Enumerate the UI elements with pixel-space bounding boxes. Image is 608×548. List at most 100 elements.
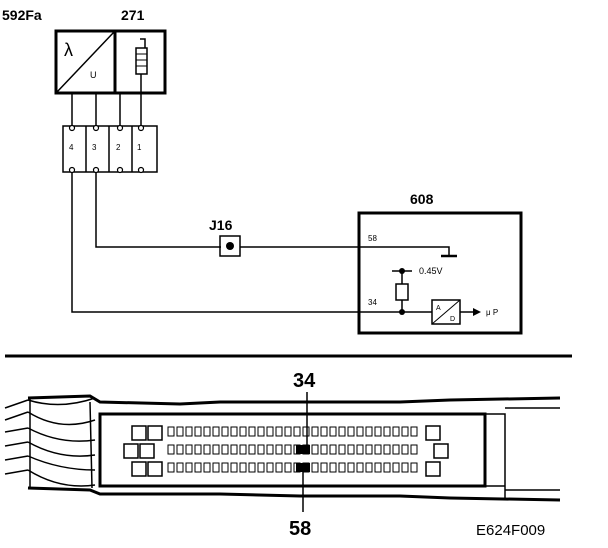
connector-pin [338,462,346,473]
pullup-resistor-icon [395,283,409,301]
connector-pin [257,426,265,437]
connector-pin [347,444,355,455]
connector-pin [392,426,400,437]
connector-pin [167,444,175,455]
connector-pin [212,426,220,437]
ecu-box: 58 0.45V 34 A D μ P [357,211,523,335]
connector-pin [230,444,238,455]
connector-pin [311,462,319,473]
connector-pin [266,462,274,473]
lambda-symbol: λ [64,40,73,60]
connector-pin [275,462,283,473]
svg-text:D: D [450,316,455,323]
connector-pin [293,426,301,437]
sensor-connector: 4 3 2 1 [62,124,158,174]
connector-pin [365,426,373,437]
connector-pin [410,426,418,437]
connector-pin [401,426,409,437]
pin-58-highlight [296,463,310,472]
voltage-symbol: U [90,70,97,80]
connector-pin [338,426,346,437]
connector-pin [185,462,193,473]
ecu-pin-signal-label: 34 [368,298,377,307]
connector-pin [257,444,265,455]
ecu-connector-view [4,394,561,502]
connector-pin [329,462,337,473]
connector-pin [383,426,391,437]
connector-pin [185,444,193,455]
connector-pin [383,462,391,473]
connector-pin [194,462,202,473]
connector-pin [176,444,184,455]
connector-pin [374,462,382,473]
connector-pin [221,426,229,437]
ecu-pin-ground-label: 58 [368,234,377,243]
reference-voltage-label: 0.45V [419,266,443,276]
connector-pin [257,462,265,473]
connector-pin [194,426,202,437]
connector-pin [212,462,220,473]
connector-pin [194,444,202,455]
connector-pin [221,462,229,473]
connector-pin [311,426,319,437]
microprocessor-label: μ P [486,308,498,317]
pin-34-highlight [296,445,310,454]
connector-pin [284,444,292,455]
connector-pin [239,444,247,455]
connector-pin [356,444,364,455]
connector-pin [347,426,355,437]
connector-pin [230,426,238,437]
connector-pin [338,444,346,455]
connector-pin [311,444,319,455]
connector-pin [275,426,283,437]
connector-pin [320,426,328,437]
heater-id-label: 271 [121,7,145,23]
connector-pin-label: 3 [92,143,97,152]
connector-pin [203,444,211,455]
connector-pin [374,426,382,437]
sensor-id-label: 592Fa [2,7,42,23]
connector-pin [410,462,418,473]
wire-bundle [4,397,96,488]
junction-id-label: J16 [209,217,233,233]
connector-pin [374,444,382,455]
connector-pin [320,444,328,455]
connector-pin [266,426,274,437]
connector-pin [230,462,238,473]
connector-pin [401,444,409,455]
connector-pin [176,462,184,473]
connector-pin [248,426,256,437]
connector-pin [356,462,364,473]
signal-wire [71,172,360,313]
connector-pin [203,426,211,437]
connector-pin [167,426,175,437]
connector-pin-label: 1 [137,143,142,152]
connector-pin [329,444,337,455]
connector-pin [212,444,220,455]
connector-pin [392,462,400,473]
connector-pin [356,426,364,437]
connector-pin-rows [167,426,418,473]
connector-pin [167,462,175,473]
connector-pin-label: 4 [69,143,74,152]
heater-resistor-icon [135,38,148,93]
connector-pin [365,444,373,455]
svg-text:A: A [436,305,441,312]
connector-pin [185,426,193,437]
callout-pin-58: 58 [289,518,311,540]
connector-pin [176,426,184,437]
ad-converter-icon: A D [431,299,461,325]
connector-pin [203,462,211,473]
ecu-id-label: 608 [410,191,434,207]
callout-pin-34: 34 [293,370,316,392]
heater-box [113,29,167,95]
connector-pin [302,426,310,437]
connector-pin [275,444,283,455]
connector-pin [284,462,292,473]
connector-pin [221,444,229,455]
connector-pin [239,462,247,473]
ground-wire [95,172,221,248]
connector-pin [329,426,337,437]
connector-pin [365,462,373,473]
